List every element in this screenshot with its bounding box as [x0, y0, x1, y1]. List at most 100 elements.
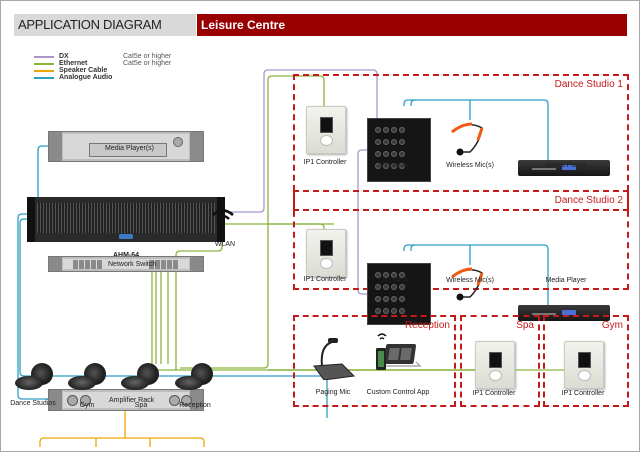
switch-ports [73, 260, 103, 269]
knob-icon [67, 395, 78, 406]
legend-label: Speaker Cable [59, 67, 108, 74]
legend-label: DX [59, 53, 69, 60]
speaker-icon [121, 376, 149, 390]
ip1-controller [564, 341, 604, 389]
ahm-64-label: AHM-64 [113, 251, 139, 260]
knob-icon [80, 395, 91, 406]
device-label: Custom Control App [366, 389, 430, 396]
xlr-jack [383, 151, 389, 157]
ip1-controller [475, 341, 515, 389]
media-player-display [562, 165, 576, 170]
disc-slot [532, 168, 556, 170]
xlr-jack [383, 284, 389, 290]
ip1-screen [578, 352, 591, 368]
zone-title: Reception [404, 320, 450, 331]
analogue-cable [17, 213, 48, 400]
header-subtitle: Leisure Centre [201, 18, 286, 32]
paging-mic-icon [313, 338, 356, 380]
speaker-icon [175, 376, 203, 390]
ip1-controller [306, 106, 346, 154]
legend-label: Analogue Audio [59, 74, 113, 81]
xlr-jack [391, 127, 397, 133]
xlr-jack [375, 272, 381, 278]
speaker-icon [68, 376, 96, 390]
ahm-grill [37, 203, 215, 233]
header-subtitle-bar: Leisure Centre [197, 14, 627, 36]
header-title-bar: APPLICATION DIAGRAM [14, 14, 196, 36]
device-label: Media Player [545, 277, 587, 284]
xlr-jack [375, 127, 381, 133]
media-player-unit [518, 305, 610, 321]
wifi-icon [212, 209, 234, 226]
legend-label: Ethernet [59, 60, 88, 67]
dx-cable [357, 149, 367, 295]
knob-icon [173, 137, 183, 147]
dx164-w-stagebox [367, 263, 431, 325]
xlr-jack [383, 272, 389, 278]
xlr-jack [399, 127, 405, 133]
rack-face [63, 259, 189, 269]
ahm-64-processor [27, 197, 225, 242]
analogue-cable [410, 99, 416, 106]
xlr-jack [383, 163, 389, 169]
speaker-label: Spa [134, 402, 148, 409]
legend-swatch [34, 70, 54, 72]
ethernet-cable [175, 234, 223, 262]
rack-ear [27, 197, 35, 242]
xlr-jack [391, 163, 397, 169]
zone-title: Gym [601, 320, 623, 331]
rack-ear [217, 197, 225, 242]
ip1-screen [320, 240, 333, 256]
legend-swatch [34, 63, 54, 65]
zone-dance-studio-1: Dance Studio 1 [293, 74, 629, 211]
wlan-label: WLAN [214, 241, 236, 248]
xlr-jack [399, 151, 405, 157]
zone-title: Spa [516, 320, 534, 331]
device-label: IP1 Controller [303, 159, 347, 166]
media-player-display [562, 310, 576, 315]
device-label: Wireless Mic(s) [446, 277, 494, 284]
xlr-jack [399, 284, 405, 290]
device-label: Media Player [545, 162, 587, 169]
xlr-jack [375, 284, 381, 290]
headset-mic-icon [451, 122, 484, 156]
rack-ear [49, 390, 62, 410]
xlr-jack [391, 151, 397, 157]
xlr-jack [375, 139, 381, 145]
control-app-icon [376, 333, 422, 370]
legend-swatch [34, 77, 54, 79]
legend-note: Cat5e or higher [123, 60, 172, 67]
xlr-jack [391, 139, 397, 145]
zone-reception: Reception [293, 315, 456, 407]
analogue-cable [410, 244, 416, 251]
header-title: APPLICATION DIAGRAM [18, 17, 162, 32]
xlr-jack [383, 296, 389, 302]
ip1-controller [306, 229, 346, 277]
media-player-rack: Media Player(s) [48, 131, 204, 162]
device-label: IP1 Controller [472, 390, 516, 397]
speaker-label: Dance Studios [10, 400, 56, 407]
rack-ear [190, 390, 203, 410]
xlr-jack [391, 308, 397, 314]
disc-slot [532, 313, 556, 315]
knob-icon [489, 370, 502, 381]
xlr-jack [399, 296, 405, 302]
xlr-jack [391, 284, 397, 290]
xlr-jack [399, 139, 405, 145]
zone-title: Dance Studio 2 [554, 195, 623, 206]
analogue-cable [37, 145, 48, 197]
rack-face [63, 392, 189, 408]
zone-dance-studio-2: Dance Studio 2 [293, 190, 629, 290]
xlr-jack [383, 127, 389, 133]
speaker-cable [39, 437, 205, 447]
rack-ear [190, 257, 203, 271]
dx164-w-stagebox [367, 118, 431, 182]
xlr-jack [375, 296, 381, 302]
ip1-screen [489, 352, 502, 368]
zone-spa: Spa [460, 315, 540, 407]
device-label: IP1 Controller [303, 276, 347, 283]
amplifier-rack: Amplifier Rack [48, 389, 204, 411]
speaker-icon [15, 376, 43, 390]
xlr-jack [383, 308, 389, 314]
speaker-label: Gym [79, 402, 95, 409]
